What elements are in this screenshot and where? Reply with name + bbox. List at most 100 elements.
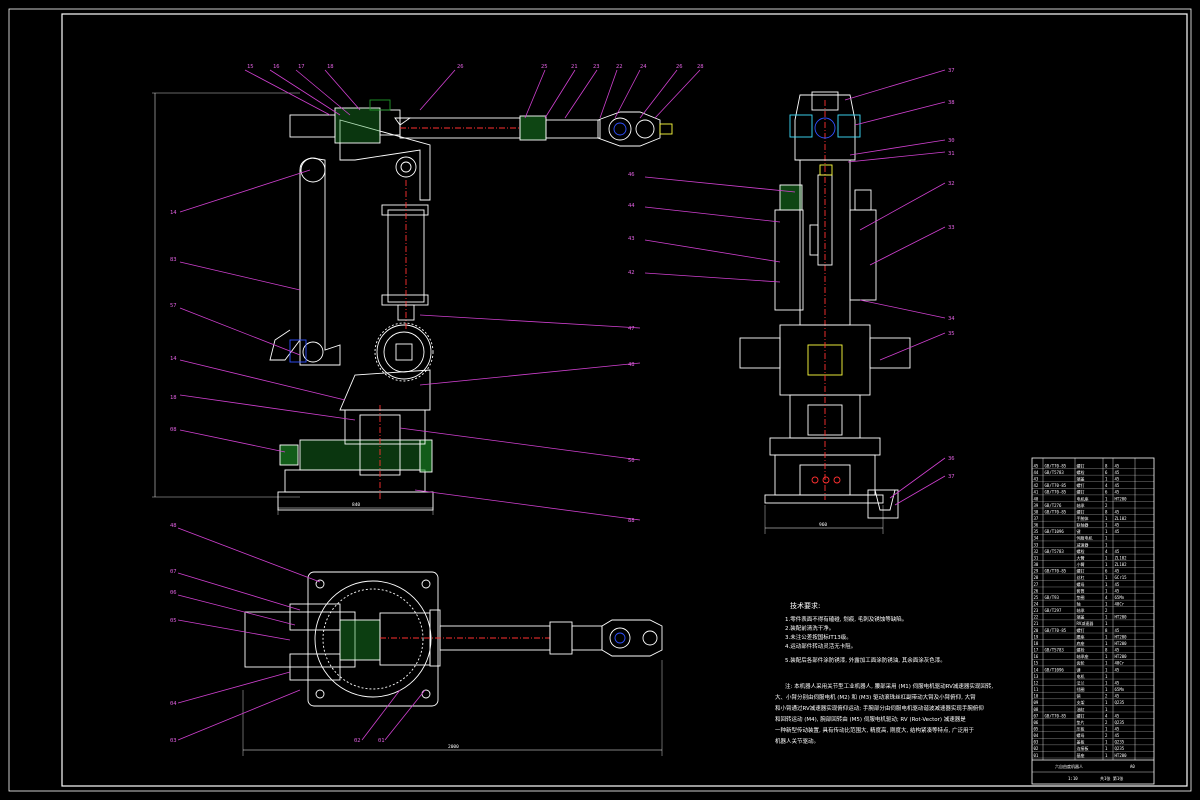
bom-cell: 1 (1105, 582, 1108, 587)
bom-cell: 螺钉 (1077, 712, 1085, 718)
bom-cell: 29 (1034, 569, 1039, 574)
callout-front: 57 (170, 303, 177, 309)
title-block: 六自由度机器人 A0 1:10 共1张 第1张 (1055, 763, 1135, 781)
bom-cell: 31 (1034, 555, 1039, 560)
bom-cell: Q235 (1115, 700, 1125, 705)
bom-cell: Q235 (1115, 746, 1125, 751)
bom-cell: 1 (1105, 615, 1108, 620)
bom-cell: 1 (1105, 621, 1108, 626)
bom-cell: 25 (1034, 595, 1039, 600)
bom-cell: 16 (1034, 654, 1039, 659)
bom-cell: 45 (1115, 490, 1120, 495)
callout-side: 33 (948, 225, 955, 231)
bom-cell: 1 (1105, 687, 1108, 692)
callout-side: 42 (628, 270, 635, 276)
bom-cell: 05 (1034, 726, 1039, 731)
title-block-drawing-no: A0 (1130, 764, 1135, 769)
bom-cell: 套筒 (1077, 587, 1085, 593)
title-block-sheet: 共1张 第1张 (1100, 775, 1123, 781)
bom-cell: 齿轮 (1077, 660, 1085, 666)
bom-cell: 34 (1034, 536, 1039, 541)
bom-cell: 1 (1105, 746, 1108, 751)
bom-cell: 2 (1105, 503, 1108, 508)
inner-border (61, 13, 1188, 787)
callout-top: 01 (378, 738, 385, 744)
bom-cell: 螺钉 (1077, 462, 1085, 468)
bom-cell: 23 (1034, 608, 1039, 613)
bom-cell: 8 (1105, 463, 1108, 468)
bom-cell: 01 (1034, 753, 1039, 758)
bom-cell: GB/T297 (1045, 608, 1062, 613)
bom-cell: 1 (1105, 516, 1108, 521)
bom-cell: 45 (1034, 463, 1039, 468)
bom-cell: 02 (1034, 746, 1039, 751)
callout-side: 43 (628, 236, 635, 242)
bom-cell: 45 (1115, 523, 1120, 528)
bom-cell: 26 (1034, 588, 1039, 593)
bom-cell: HT200 (1115, 641, 1128, 646)
bom-cell: 垫圈 (1077, 594, 1085, 600)
bom-cell: 37 (1034, 516, 1039, 521)
bom-cell: 45 (1115, 529, 1120, 534)
callout-top: 03 (170, 738, 177, 744)
bom-cell: 螺钉 (1077, 627, 1085, 633)
notes-item: 2.装配前清洗干净。 (785, 624, 834, 632)
callout-front: 48 (628, 362, 635, 368)
bom-cell: 键 (1077, 528, 1081, 534)
bom-cell: GCr15 (1115, 575, 1128, 580)
bom-cell: 端盖 (1077, 614, 1085, 620)
bom-cell: 1 (1105, 542, 1108, 547)
bill-of-materials (1031, 457, 1155, 785)
bom-cell: 4 (1105, 713, 1108, 718)
bom-cell: 10 (1034, 694, 1039, 699)
bom-cell: 20 (1034, 628, 1039, 633)
bom-cell: 1 (1105, 700, 1108, 705)
bom-cell: 1 (1105, 641, 1108, 646)
bom-cell: 41 (1034, 490, 1039, 495)
bom-cell: 45 (1115, 733, 1120, 738)
title-block-scale: 1:10 (1068, 776, 1078, 781)
bom-cell: 螺母 (1077, 581, 1085, 587)
bom-cell: 65Mn (1115, 687, 1125, 692)
callout-top: 06 (170, 590, 177, 596)
title-block-name: 六自由度机器人 (1055, 763, 1083, 769)
callout-front: 50 (628, 458, 635, 464)
bom-cell: 45 (1115, 680, 1120, 685)
callout-front: 23 (593, 64, 600, 70)
bom-cell: 轴承 (1077, 607, 1085, 613)
bom-cell: 45 (1115, 726, 1120, 731)
bom-cell: GB/T70-85 (1045, 713, 1067, 718)
callout-side: 37 (948, 474, 955, 480)
outer-border (8, 8, 1192, 792)
bom-cell: 12 (1034, 680, 1039, 685)
bom-cell: 45 (1115, 549, 1120, 554)
bom-cell: RV减速器 (1077, 620, 1094, 626)
bom-cell: 减速器 (1077, 541, 1089, 547)
bom-cell: 销 (1077, 693, 1081, 699)
bom-cell: GB/T1096 (1045, 667, 1065, 672)
callout-front: 17 (298, 64, 305, 70)
bom-cell: 45 (1115, 628, 1120, 633)
notes-description: 和小臂通过RV减速器实现俯仰运动; 手腕部分由伺服电机驱动谐波减速器实现手腕俯仰 (775, 704, 984, 712)
bom-cell: GB/T70-85 (1045, 628, 1067, 633)
callout-side: 36 (948, 456, 955, 462)
notes-description: 注: 本机器人采用关节型工业机器人, 腰部采用 (M1) 伺服电机驱动RV减速器… (785, 682, 993, 690)
bom-cell: 1 (1105, 661, 1108, 666)
bom-cell: 螺栓 (1077, 647, 1085, 653)
bom-cell: 45 (1115, 588, 1120, 593)
notes-description: 机器人关节驱动。 (775, 737, 819, 745)
bom-cell: 1 (1105, 496, 1108, 501)
bom-cell: 2 (1105, 608, 1108, 613)
bom-cell: 45 (1115, 694, 1120, 699)
callout-front: 26 (676, 64, 683, 70)
callout-side: 34 (948, 316, 955, 322)
callout-side: 46 (628, 172, 635, 178)
bom-cell: GB/T70-85 (1045, 569, 1067, 574)
bom-cell: 伺服电机 (1077, 535, 1093, 541)
bom-cell: 端盖 (1077, 476, 1085, 482)
callout-top: 05 (170, 618, 177, 624)
bom-cell: 轴承座 (1077, 653, 1089, 659)
callout-side: 44 (628, 203, 635, 209)
callout-top: 02 (354, 738, 361, 744)
bom-cell: 小臂 (1077, 561, 1085, 567)
